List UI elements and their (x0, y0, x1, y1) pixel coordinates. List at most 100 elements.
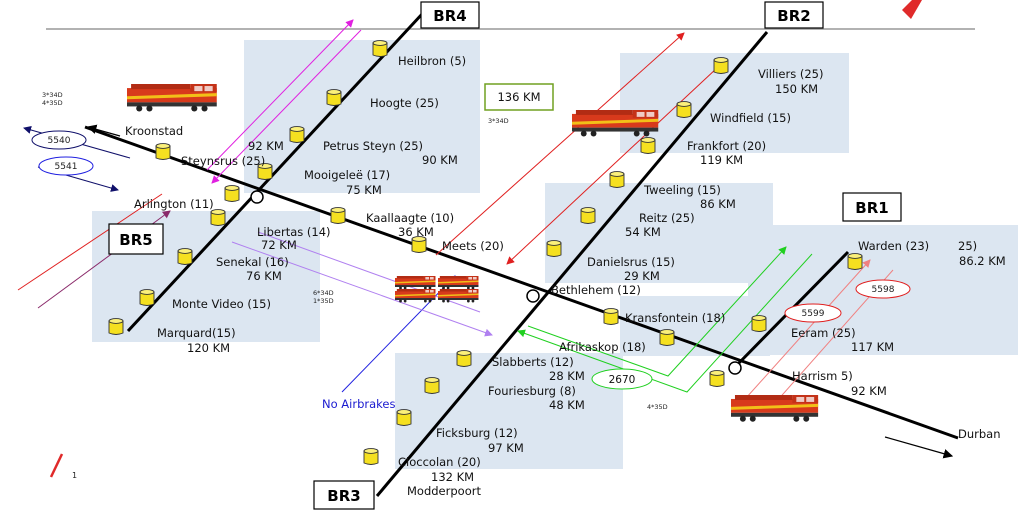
br3-box (313, 480, 375, 510)
loco-note-center-1: 6*34D (313, 289, 334, 297)
silo-icon (609, 171, 625, 188)
station-fouriesburg: Fouriesburg (8) (488, 384, 576, 398)
junction-bethlehem (526, 289, 540, 303)
br2-br3-line (375, 31, 769, 497)
silo-icon (709, 370, 725, 387)
region-br4 (244, 40, 480, 193)
distance-tweeling: 86 KM (700, 197, 736, 211)
corner-mark-icon (902, 0, 922, 19)
silo-icon (424, 377, 440, 394)
station-steynsrus: Steynsrus (25) (181, 154, 265, 168)
silo-icon (396, 409, 412, 426)
silo-icon (177, 248, 193, 265)
distance-marquard: 120 KM (187, 341, 230, 355)
station-bethlehem: Bethlehem (12) (551, 283, 641, 297)
station-hoogte: Hoogte (25) (370, 96, 439, 110)
br4-label: BR4 (433, 7, 466, 25)
station-harrism: Harrism 5) (792, 369, 853, 383)
loco-note-left-2: 4*35D (42, 99, 63, 107)
train-id-badge (591, 368, 653, 390)
silo-icon (847, 253, 863, 270)
junction-br4 (250, 190, 264, 204)
slash-mark-icon (49, 453, 64, 478)
br5-label: BR5 (119, 231, 152, 249)
region-br2-south (545, 183, 773, 283)
distance-danielsrus: 29 KM (624, 269, 660, 283)
distance-fouriesburg: 48 KM (549, 398, 585, 412)
silo-icon (330, 207, 346, 224)
train-id-badge (38, 156, 94, 176)
distance-ficksburg: 97 KM (488, 441, 524, 455)
silo-icon (713, 57, 729, 74)
distance-senekal: 76 KM (246, 269, 282, 283)
blue-airbrake-arrow (341, 275, 456, 393)
page-number: 1 (72, 471, 77, 480)
loco-note-bottom: 4*35D (647, 403, 668, 411)
distance-reitz: 54 KM (625, 225, 661, 239)
distance-cloccolan: 132 KM (431, 470, 474, 484)
silo-icon (372, 40, 388, 57)
train-id-badge (855, 279, 911, 299)
station-kaallaagte: Kaallaagte (10) (366, 211, 454, 225)
silo-icon (326, 89, 342, 106)
silo-icon (603, 308, 619, 325)
br5-box (108, 223, 164, 255)
locomotive-icon (127, 84, 217, 112)
locomotive-icon (395, 289, 436, 303)
station-tweeling: Tweeling (15) (643, 183, 721, 197)
silo-icon (139, 289, 155, 306)
junction-br1 (728, 361, 742, 375)
silo-icon (751, 315, 767, 332)
silo-icon (155, 143, 171, 160)
distance-box (484, 83, 554, 111)
red-arrow-down (506, 67, 718, 265)
br1-label: BR1 (855, 199, 888, 217)
station-senekal: Senekal (16) (216, 255, 289, 269)
silo-icon (224, 185, 240, 202)
locomotive-icon (395, 276, 436, 290)
station-windfield: Windfield (15) (710, 111, 791, 125)
red-arrow-up (435, 32, 685, 256)
silo-icon (676, 101, 692, 118)
silo-icon (210, 209, 226, 226)
region-br3 (395, 353, 623, 469)
loco-note-left-1: 3*34D (42, 91, 63, 99)
distance-steynsrus: 92 KM (248, 139, 284, 153)
station-afrikaskop: Afrikaskop (18) (559, 340, 646, 354)
warden-count: 25) (958, 239, 977, 253)
station-villiers: Villiers (25) (758, 67, 823, 81)
main-line (84, 125, 959, 440)
station-marquard: Marquard(15) (157, 326, 236, 340)
station-meets: Meets (20) (442, 239, 504, 253)
silo-icon (456, 350, 472, 367)
loco-note-center-2: 1*35D (313, 297, 334, 305)
magenta-arrow-up (206, 19, 354, 171)
br3-label: BR3 (327, 487, 360, 505)
silo-icon (546, 240, 562, 257)
locomotive-icon (438, 289, 479, 303)
distance-harrism: 92 KM (851, 384, 887, 398)
br4-box (420, 1, 480, 29)
train-id-5540: 5540 (48, 136, 71, 146)
distance-warden: 86.2 KM (959, 254, 1006, 268)
locomotive-icon (731, 395, 819, 422)
br2-box (764, 1, 824, 29)
no-airbrakes-note: No Airbrakes (322, 397, 395, 411)
station-reitz: Reitz (25) (639, 211, 695, 225)
silo-icon (289, 126, 305, 143)
train-id-2670: 2670 (609, 374, 636, 386)
locomotive-icon (438, 276, 479, 290)
distance-mooigelee: 75 KM (346, 183, 382, 197)
station-modderpoort: Modderpoort (407, 484, 481, 498)
br1-box (842, 192, 902, 222)
br2-label: BR2 (777, 7, 810, 25)
locomotive-icon (572, 110, 659, 137)
green-route-1 (527, 246, 787, 377)
train-id-badge (784, 303, 842, 323)
station-kransfontein: Kransfontein (18) (625, 311, 725, 325)
silo-icon (640, 137, 656, 154)
station-ficksburg: Ficksburg (12) (436, 426, 518, 440)
distance-petrus-steyn: 90 KM (422, 153, 458, 167)
